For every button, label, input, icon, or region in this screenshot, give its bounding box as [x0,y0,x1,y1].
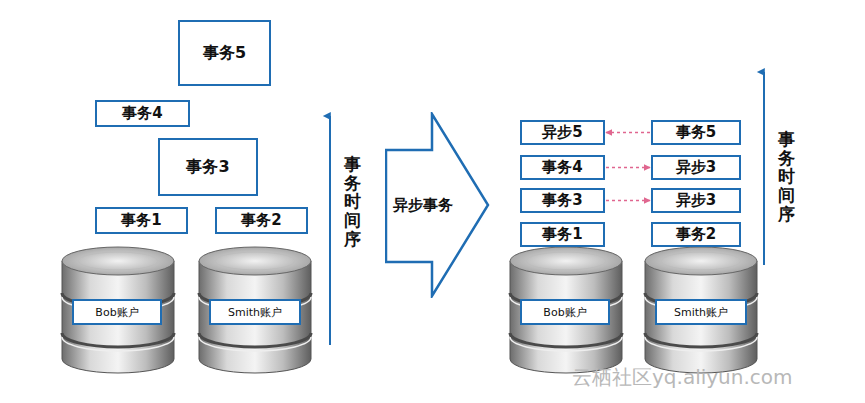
node-text: 事务1 [542,225,582,244]
transaction-box: 事务2 [651,222,741,247]
node-text: Smith账户 [674,305,728,320]
transaction-box: 事务4 [95,100,190,127]
node-text: 事务3 [186,157,229,178]
transaction-box: 事务5 [178,20,271,86]
time-arrow [763,72,765,265]
node-text: Bob账户 [543,305,586,320]
axis-label: 事务时间序 [778,130,795,223]
watermark: 云栖社区yq.aliyun.com [572,364,793,391]
transaction-box: 事务4 [520,155,605,180]
transaction-box: 异步3 [651,188,741,213]
transaction-box: 事务2 [215,207,308,234]
node-text: 事务2 [676,225,716,244]
transaction-box: 异步5 [520,120,605,145]
async-arrow [606,167,650,169]
block-arrow: 异步事务 [385,112,490,298]
account-label: Smith账户 [655,299,747,325]
node-text: 事务4 [122,104,162,123]
node-text: 异步3 [676,191,716,210]
node-text: 异步事务 [393,196,453,215]
database-cylinder [199,247,311,373]
transaction-box: 异步3 [651,155,741,180]
node-text: 异步5 [542,123,582,142]
node-text: 事务5 [676,123,716,142]
database-cylinder [62,247,174,373]
transaction-box: 事务1 [95,207,188,234]
transaction-box: 事务3 [158,138,258,196]
node-text: 事务4 [542,158,582,177]
node-text: Smith账户 [228,305,282,320]
async-arrow [606,132,650,134]
database-cylinder [510,247,622,373]
transaction-box: 事务3 [520,188,605,213]
transaction-box: 事务1 [520,222,605,247]
node-text: 事务3 [542,191,582,210]
axis-label: 事务时间序 [344,155,361,248]
node-text: Bob账户 [95,305,138,320]
node-text: 事务1 [121,211,161,230]
account-label: Smith账户 [209,299,301,325]
async-arrow [606,200,650,202]
time-arrow [329,116,331,345]
account-label: Bob账户 [520,299,610,325]
database-cylinder [645,247,757,373]
account-label: Bob账户 [72,299,162,325]
node-text: 事务2 [241,211,281,230]
node-text: 事务5 [203,43,246,64]
node-text: 异步3 [676,158,716,177]
transaction-box: 事务5 [651,120,741,145]
